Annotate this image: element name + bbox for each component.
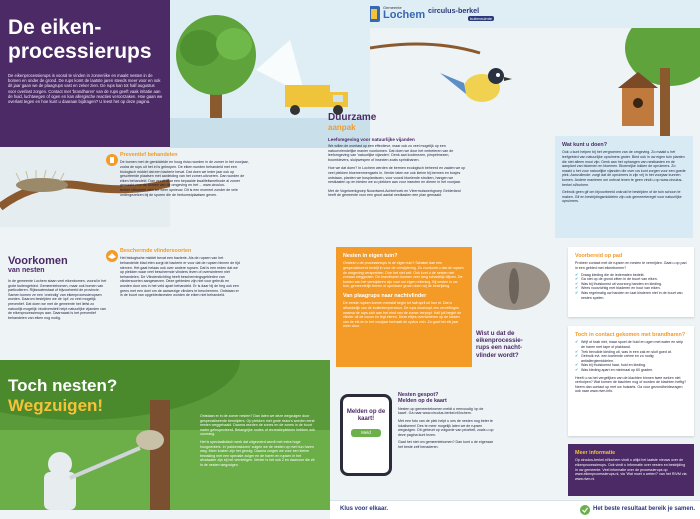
voorkomen-subtitle: van nesten [8,267,45,274]
contact-item: Wrijf of krab niet, maar spoel de huid e… [575,340,687,349]
watkunt-section: Wat kunt u doen? Ook u kunt helpen bij h… [555,136,693,238]
wegzuig-text-box: Ontstaan er in de zomer nesten? Dan late… [200,414,318,514]
contact-item: Gebruik evt. een koelende crème en zo no… [575,354,687,363]
voorbereid-intro: Probeer contact met de rupsen en nesten … [575,261,687,270]
wegzuig-p1: Ontstaan er in de zomer nesten? Dan late… [200,414,315,437]
melden-body3: Gaat het niet om gemeentebomen? Dan kunt… [398,440,493,449]
wegzuig-p2: Het is speciaalistisch werk dat uitgevoe… [200,439,315,467]
spray-icon [106,154,118,166]
wist-line4: vlinder wordt? [476,351,519,359]
lochem-logo-small: Gemeente [383,5,402,10]
lochem-logo-text: Lochem [383,9,426,21]
footer-bar: Klus voor elkaar. Het beste resultaat be… [330,500,700,519]
voorbereid-item: Was bij thuiskomst uit voorzorg handen e… [575,282,687,287]
phone-mockup: Melden op de kaart! Meld [340,394,392,476]
duurzame-section: Duurzame aanpak Leefomgeving voor natuur… [328,112,468,317]
voorbereid-item: Wees voorzichtig met bladeren en hout va… [575,286,687,291]
contact-list: Wrijf of krab niet, maar spoel de huid e… [575,340,687,372]
meer-section: Meer informatie Op circulus-berkel.nl/lo… [568,444,694,496]
nesten-plaag-panel: Nesten in eigen tuin? Ontdekt u de proce… [336,247,472,367]
phone-meld-button[interactable]: Meld [351,429,381,437]
melden-body: Nesten op gemeentebomen meldt u eenvoudi… [398,406,484,416]
contact-title: Toch in contact gekomen met brandharen? [575,332,686,338]
preventief-body: De bomen met de gemiddelde en hoog risic… [120,160,249,197]
melden-subtitle: Melden op de kaart [398,398,447,405]
voorbereid-section: Voorbereid op pad Probeer contact met de… [568,247,694,317]
duurzame-subtitle: aanpak [328,123,356,132]
meer-title: Meer informatie [575,450,616,456]
vlinder-body: Het biologische middel bevat een bacteri… [120,256,240,298]
voorbereid-item: Ga niet op de grond zitten in de buurt v… [575,277,687,282]
circulus-logo: circulus-berkel buitenruimte [428,4,508,24]
plaag-title: Van plaagrups naar nachtvlinder [343,292,427,299]
wist-line1: Wist u dat de [476,330,515,337]
spray-truck-illustration [170,0,370,148]
watkunt-body2: Gebruik geen gif om bijvoorbeeld onkruid… [562,190,682,204]
watkunt-body: Ook u kunt helpen bij het vergroenen van… [562,150,686,187]
duurzame-sub1: Leefomgeving voor natuurlijke vijanden [328,137,415,142]
wist-line2: eikenprocessie- [476,337,523,345]
toch-title-line2: Wegzuigen! [8,396,104,415]
page-title: De eiken- processierups [8,16,152,64]
phone-title: Melden op de kaart! [346,409,386,422]
voorbereid-item: Draag kleding die de ledematen bedekt. [575,273,687,278]
page-title-line2: processierups [8,40,152,63]
duurzame-title: Duurzame [328,112,377,123]
title-panel: De eiken- processierups De eikenprocessi… [0,0,170,147]
circulus-logo-text: circulus-berkel [428,6,480,15]
lochem-crest-icon [368,6,380,22]
bird-illustration [370,28,700,148]
preventief-title: Preventief behandelen [120,152,178,158]
wegzuigen-illustration [0,360,330,510]
circulus-logo-sub: buitenruimte [468,16,495,21]
wist-callout: Wist u dat de eikenprocessie- rups een n… [476,330,554,359]
toch-title: Toch nesten? Wegzuigen! [8,376,117,416]
contact-item: Was kleding apart en minimaal op 60 grad… [575,368,687,373]
duurzame-body3: Met de Vogelwerkgroep Noordwest-Achterho… [328,188,461,198]
nesten-info-body: Ontdekt u de processierups in de eigen t… [343,261,464,289]
intro-text: De eikenprocessierups is vooral te vinde… [8,73,163,105]
plaag-body: De eerste rupsen komen meestal begin tot… [343,301,462,329]
melden-body2: Met een foto van de plek helpt u ons de … [398,419,494,437]
contact-section: Toch in contact gekomen met brandharen? … [568,326,694,436]
toch-title-line1: Toch nesten? [8,376,118,395]
duurzame-body1: We willen de overlast op een effectieve,… [328,144,454,162]
melden-section: Nesten gespot? Melden op de kaart Nesten… [398,392,494,492]
check-icon [580,505,590,515]
caterpillar-illustration [0,147,170,227]
moth-illustration [478,262,550,310]
vlinder-title: Beschermde vlindersoorten [120,248,192,254]
voorbereid-item: Was regelmatig uw handen en laat kindere… [575,291,687,300]
butterfly-icon [106,250,118,262]
voorbereid-list: Draag kleding die de ledematen bedekt. G… [575,273,687,301]
duurzame-body2: Hoe we dat doen? In Lochem werden de ber… [328,166,466,185]
voorkomen-section: Voorkomen van nesten In de gemeente Loch… [0,255,110,375]
melden-title: Nesten gespot? [398,392,439,398]
contact-item: Trek bevuilde kleding uit, was in een za… [575,350,687,355]
watkunt-title: Wat kunt u doen? [562,142,608,148]
voorbereid-title: Voorbereid op pad [575,253,623,259]
voorkomen-body: In de gemeente Lochem staan veel eikenbo… [8,279,107,320]
page-title-line1: De eiken- [8,16,102,39]
nesten-info-title: Nesten in eigen tuin? [343,253,398,259]
lochem-logo: Gemeente Lochem [368,4,426,24]
vlinder-section: Beschermde vlindersoorten Het biologisch… [106,248,240,358]
meer-body: Op circulus-berkel.nl/lochem vindt u alt… [575,458,687,481]
footer-right-text: Het beste resultaat bereik je samen. [593,506,696,512]
wist-line3: rups een nacht- [476,344,523,352]
voorkomen-title: Voorkomen [8,255,68,267]
contact-footer: Heeft u na het vergelijken van de klacht… [575,375,687,394]
contact-item: Was bij thuiskomst haar, huid en kleding… [575,363,687,368]
footer-left-text: Klus voor elkaar. [340,506,389,512]
preventief-section: Preventief behandelen De bomen met de ge… [106,152,250,247]
